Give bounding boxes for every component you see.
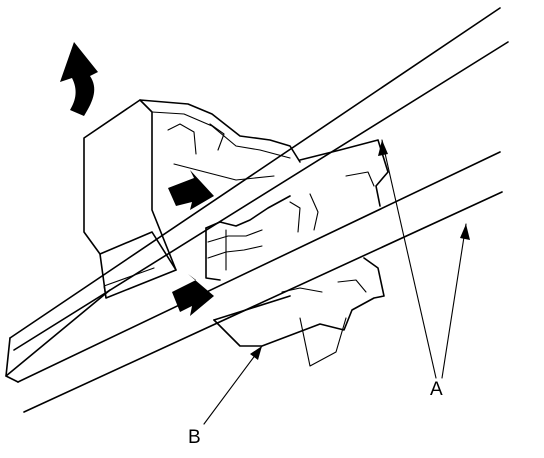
callout-label-a: A [430,379,443,400]
tool-a-upper [9,7,509,351]
tool-a-lower [17,151,503,413]
leader-lines-a [378,139,470,379]
callout-label-b: B [188,427,201,448]
curved-up-arrow-icon [60,42,98,116]
right-arrow-icon [172,274,214,316]
leader-line-b [203,345,263,425]
tool-tips [5,289,111,383]
connector-lock-lever [83,99,301,299]
right-arrow-icon [168,170,214,210]
connector-housing-b [205,139,389,367]
